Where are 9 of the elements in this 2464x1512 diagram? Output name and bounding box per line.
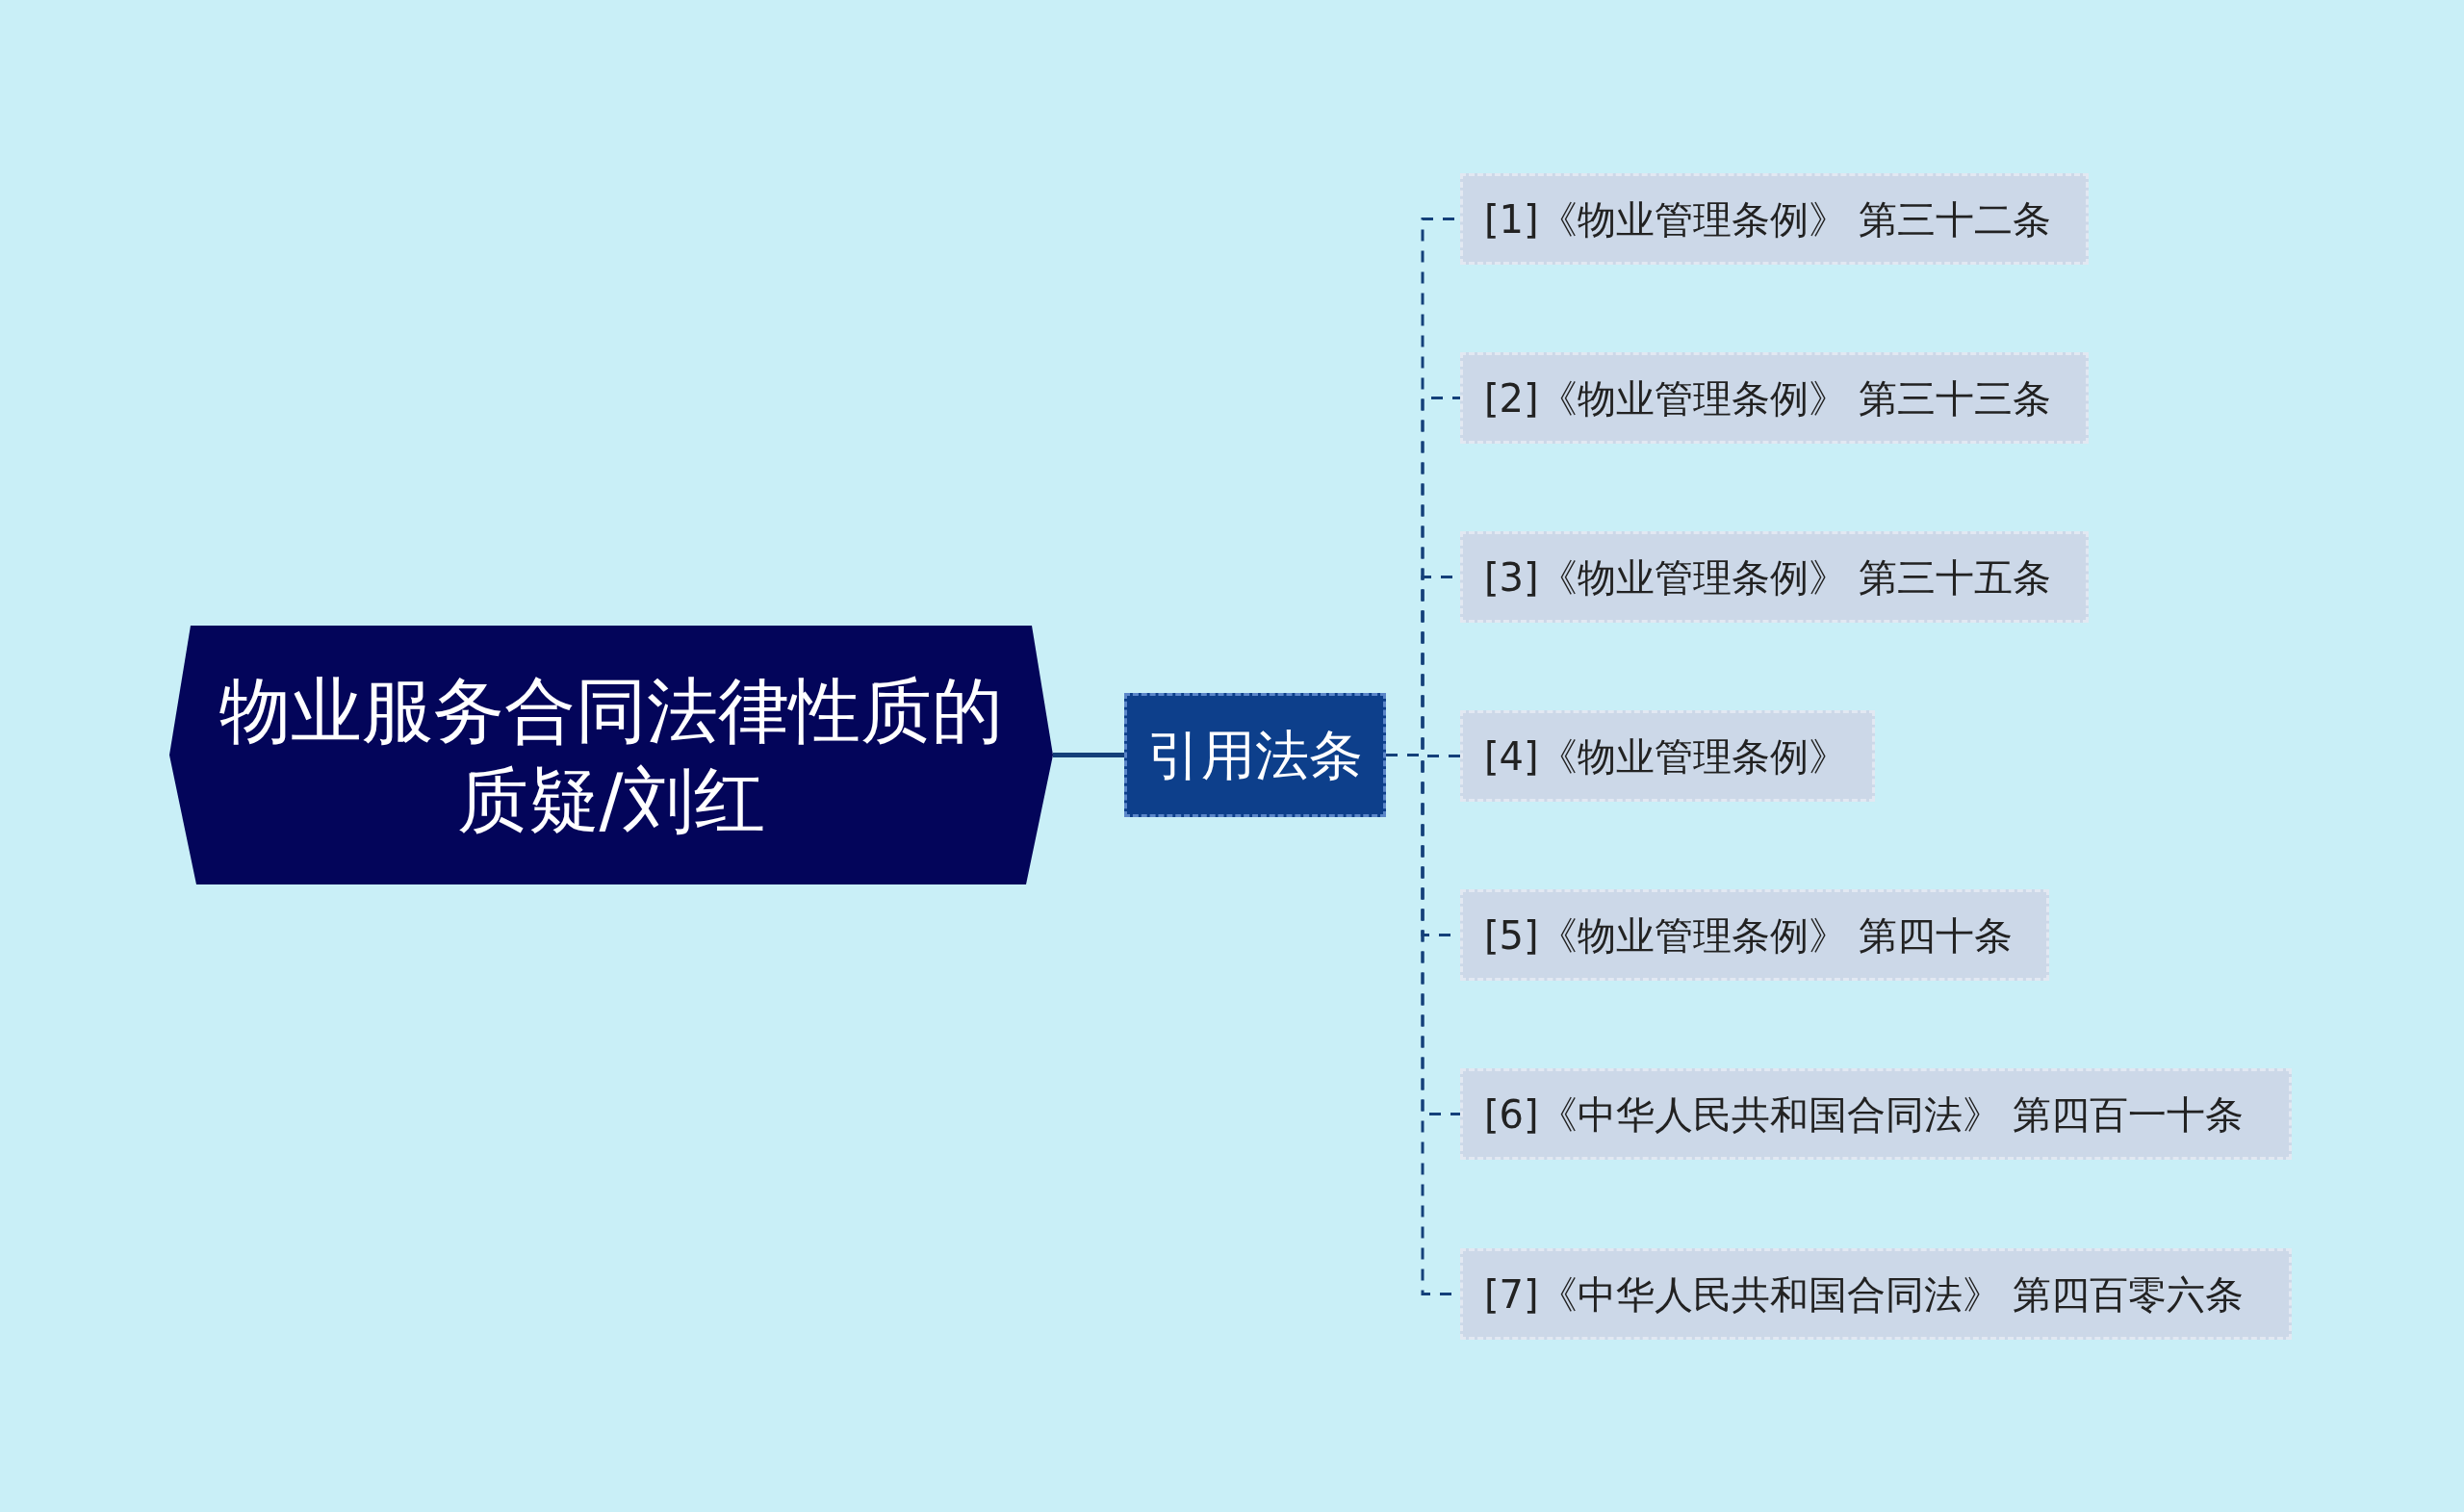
citation-box: [1]《物业管理条例》 第三十二条 (1460, 173, 2089, 265)
citation-box: [2]《物业管理条例》 第三十三条 (1460, 352, 2089, 444)
citation-box: [4]《物业管理条例》 (1460, 710, 1875, 802)
connector-line (1053, 753, 1124, 757)
citation-box: [6]《中华人民共和国合同法》 第四百一十条 (1460, 1068, 2292, 1160)
citation-box: [5]《物业管理条例》 第四十条 (1460, 889, 2049, 981)
citation-box: [7]《中华人民共和国合同法》 第四百零六条 (1460, 1248, 2292, 1340)
citation-box: [3]《物业管理条例》 第三十五条 (1460, 531, 2089, 623)
category-box: 引用法条 (1124, 693, 1386, 817)
